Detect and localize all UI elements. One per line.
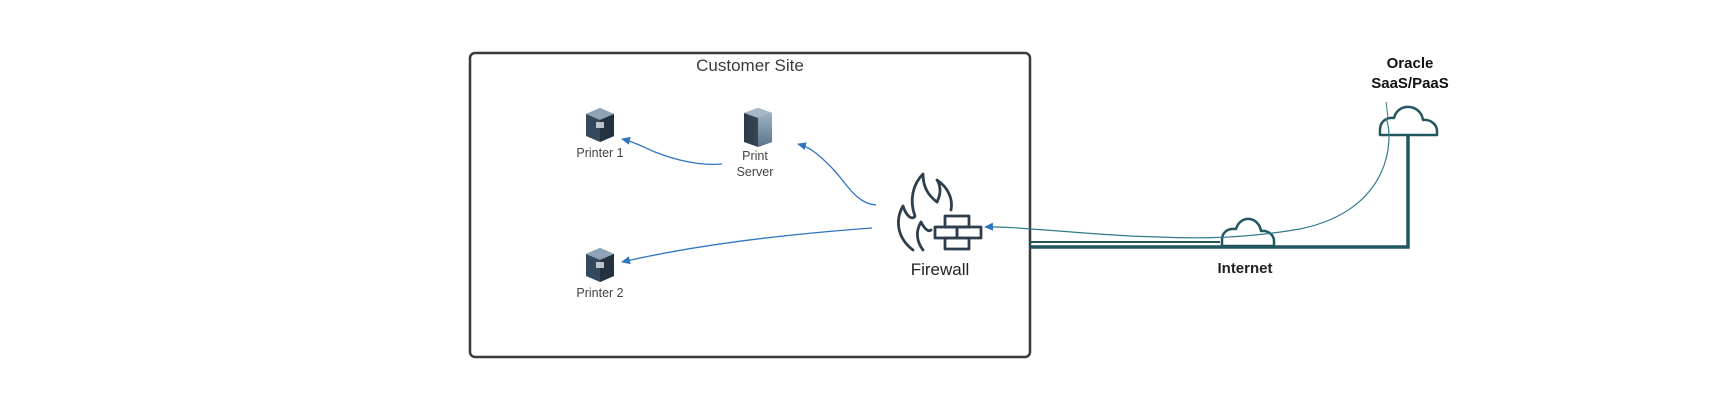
customer-site-boundary (468, 51, 1032, 359)
print-server-to-printer-1-arrow (621, 136, 723, 166)
firewall-icon (897, 172, 983, 252)
firewall-to-print-server-arrow (797, 142, 877, 206)
oracle-label-tick (1385, 101, 1389, 119)
internet-cloud-icon (1220, 217, 1276, 248)
oracle-to-firewall-curve (984, 117, 1390, 239)
firewall-label: Firewall (910, 260, 970, 279)
print-server-label: Print Server (715, 148, 795, 180)
printer-2-label: Printer 2 (576, 286, 624, 300)
printer-1-icon (586, 108, 614, 142)
printer-1-label: Printer 1 (576, 146, 624, 160)
oracle-label: Oracle SaaS/PaaS (1340, 54, 1480, 94)
print-server-icon (744, 108, 772, 147)
print-server-label-line1: Print (742, 149, 768, 163)
print-server-label-line2: Server (736, 165, 774, 179)
oracle-label-line1: Oracle (1386, 55, 1434, 72)
internet-link-line (1030, 136, 1410, 249)
printer-2-icon (586, 248, 614, 282)
customer-site-title: Customer Site (696, 56, 804, 75)
internet-label: Internet (1217, 260, 1273, 277)
oracle-label-line2: SaaS/PaaS (1371, 75, 1449, 92)
firewall-to-printer-2-arrow (621, 227, 873, 265)
